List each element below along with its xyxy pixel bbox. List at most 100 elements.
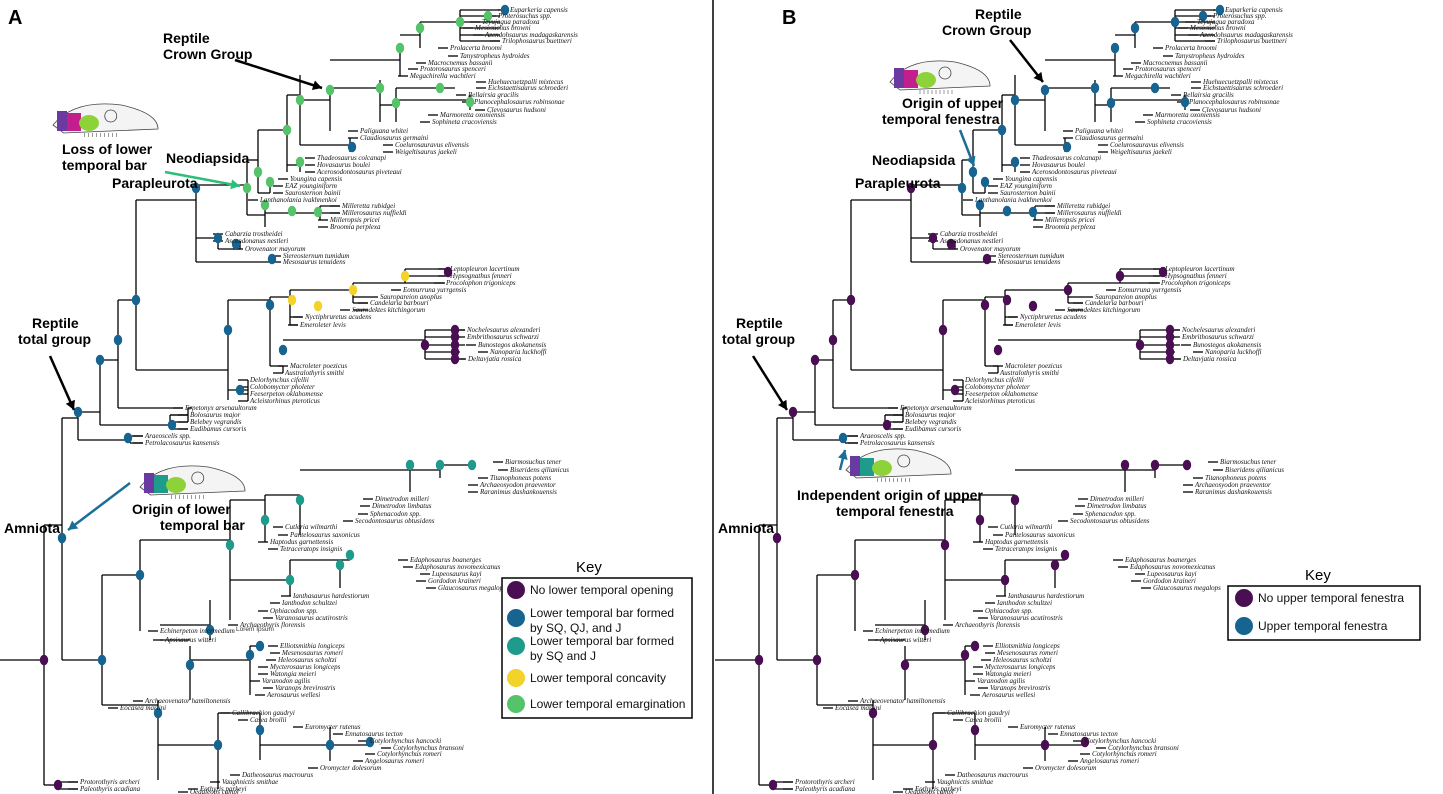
taxon-label: Colobomycter pholeter: [965, 383, 1030, 391]
total-arrow: [48, 355, 76, 411]
total-arrow-b: [751, 355, 789, 411]
taxon-label: Watongia meieri: [270, 670, 316, 678]
taxon-label: Belebey vegrandis: [905, 418, 957, 426]
taxon-label: Dimetrodon milleri: [374, 495, 429, 503]
origin-arrow-head: [68, 520, 79, 530]
character-state-node: [982, 253, 992, 265]
taxon-label: Euparkeria capensis: [509, 6, 568, 14]
taxon-label: Aerosaurus wellesi: [981, 691, 1035, 699]
legend-label: No lower temporal opening: [530, 583, 673, 597]
taxon-label: Eichstaettisaurus schroederi: [1202, 84, 1283, 92]
character-state-node: [1002, 205, 1012, 217]
taxon-label: Callibrachion gaudryi: [947, 709, 1010, 717]
taxon-label: Thadeosaurus colcanapi: [317, 154, 386, 162]
taxon-label: Elliotsmithia longiceps: [279, 642, 345, 650]
character-state-node: [906, 182, 916, 194]
taxon-label: Edaphosaurus novomexicanus: [1129, 563, 1216, 571]
character-state-node: [1060, 549, 1070, 561]
taxon-label: Thadeosaurus colcanapi: [1032, 154, 1101, 162]
legend-title-a: Key: [576, 559, 602, 576]
taxon-label: Ennatosaurus tecton: [1059, 730, 1118, 738]
taxon-label: Tetraceratops insignis: [280, 545, 342, 553]
taxon-label: Mesenosaurus romeri: [281, 649, 343, 657]
taxon-label: Hypsognathus fenneri: [1164, 272, 1227, 280]
taxon-label: Cutleria wilmarthi: [285, 523, 337, 531]
character-state-node: [938, 324, 948, 336]
character-state-node: [95, 354, 105, 366]
taxon-label: Ascendonanus nestleri: [939, 237, 1003, 245]
taxon-label: Sophineta cracoviensis: [1147, 118, 1212, 126]
legend-swatch: [507, 581, 525, 599]
skull-illustration-a: [52, 103, 159, 137]
taxon-label: Orovenator mayorum: [960, 245, 1021, 253]
origin-arrow: [67, 482, 131, 531]
amniota-label-a: Amniota: [4, 520, 60, 536]
skull-illustration-a2: [139, 465, 246, 499]
taxon-label: Eocasea martini: [119, 704, 166, 712]
taxon-label: Planocephalosaurus robinsonae: [1188, 98, 1280, 106]
taxon-label: Biseridens qilianicus: [1225, 466, 1284, 474]
character-state-node: [1010, 156, 1020, 168]
taxon-label: Angelosaurus romeri: [364, 757, 424, 765]
panel-letter-a: A: [8, 7, 22, 29]
character-state-node: [282, 124, 292, 136]
character-state-node: [313, 206, 323, 218]
character-state-node: [900, 659, 910, 671]
taxon-label: Saurosternon bainii: [1000, 189, 1056, 197]
taxon-label: Saurodektes kitchingorum: [1067, 306, 1140, 314]
taxon-label: Youngina capensis: [290, 175, 342, 183]
taxon-label: Angelosaurus romeri: [1079, 757, 1139, 765]
character-state-node: [191, 182, 201, 194]
taxon-label: Acerosodontosaurus piveteaui: [316, 168, 402, 176]
character-state-node: [260, 199, 270, 211]
legend-label: Upper temporal fenestra: [1258, 619, 1388, 633]
taxon-label: Eothyris parkeyi: [199, 785, 247, 793]
taxon-label: Procolophon trigoniceps: [1160, 279, 1231, 287]
character-state-node: [1158, 266, 1168, 278]
legend-label: Lower temporal bar formed: [530, 606, 674, 620]
taxon-label: Haptodus garnettensis: [984, 538, 1048, 546]
character-state-node: [1028, 206, 1038, 218]
neodiapsida-label-b: Neodiapsida: [872, 152, 955, 168]
taxon-label: Bellairsia gracilis: [468, 91, 519, 99]
legend-swatch: [1235, 589, 1253, 607]
character-state-node: [123, 432, 133, 444]
character-state-node: [260, 514, 270, 526]
character-state-node: [928, 739, 938, 751]
taxon-label: Coelurosauravus elivensis: [395, 141, 469, 149]
skull-illustration-b: [889, 60, 991, 94]
character-state-node: [960, 649, 970, 661]
character-state-node: [920, 624, 930, 636]
origin-upper-line1: Origin of upper: [902, 95, 1004, 111]
character-state-node: [435, 82, 445, 94]
taxon-label: Gordodon kraineri: [428, 577, 481, 585]
taxon-label: Elliotsmithia longiceps: [994, 642, 1060, 650]
taxon-label: Lanthanolania ivakhnenkoi: [974, 196, 1052, 204]
loss-label-line1: Loss of lower: [62, 141, 153, 157]
character-state-node: [242, 182, 252, 194]
parapleurota-label-a: Parapleurota: [112, 175, 198, 191]
taxon-label: Edaphosaurus novomexicanus: [414, 563, 501, 571]
taxon-label: Araeoscelis spp.: [144, 432, 191, 440]
legend-swatch: [507, 669, 525, 687]
character-state-node: [1040, 739, 1050, 751]
taxon-label: Feeserpeton oklahomense: [249, 390, 323, 398]
taxon-label: Varanodon agilis: [977, 677, 1025, 685]
taxon-label: EAZ younginiform: [284, 182, 337, 190]
character-state-node: [235, 384, 245, 396]
taxon-label: Deltavjatia rossica: [1182, 355, 1237, 363]
taxon-label: Paliguana whitei: [359, 127, 408, 135]
taxon-label: Oromycter dolesorum: [1035, 764, 1096, 772]
taxon-label: Procolophon trigoniceps: [445, 279, 516, 287]
parapleurota-label-b: Parapleurota: [855, 175, 941, 191]
taxon-label: Erpetonyx arsenaultorum: [899, 404, 972, 412]
character-state-node: [443, 266, 453, 278]
legend-label: Lower temporal emargination: [530, 697, 685, 711]
taxon-label: Youngina capensis: [1005, 175, 1057, 183]
taxon-label: Sphenacodon spp.: [1085, 510, 1136, 518]
taxon-label: Ianthasaurus hardestiorum: [1007, 592, 1084, 600]
character-state-node: [267, 253, 277, 265]
character-state-node: [255, 640, 265, 652]
